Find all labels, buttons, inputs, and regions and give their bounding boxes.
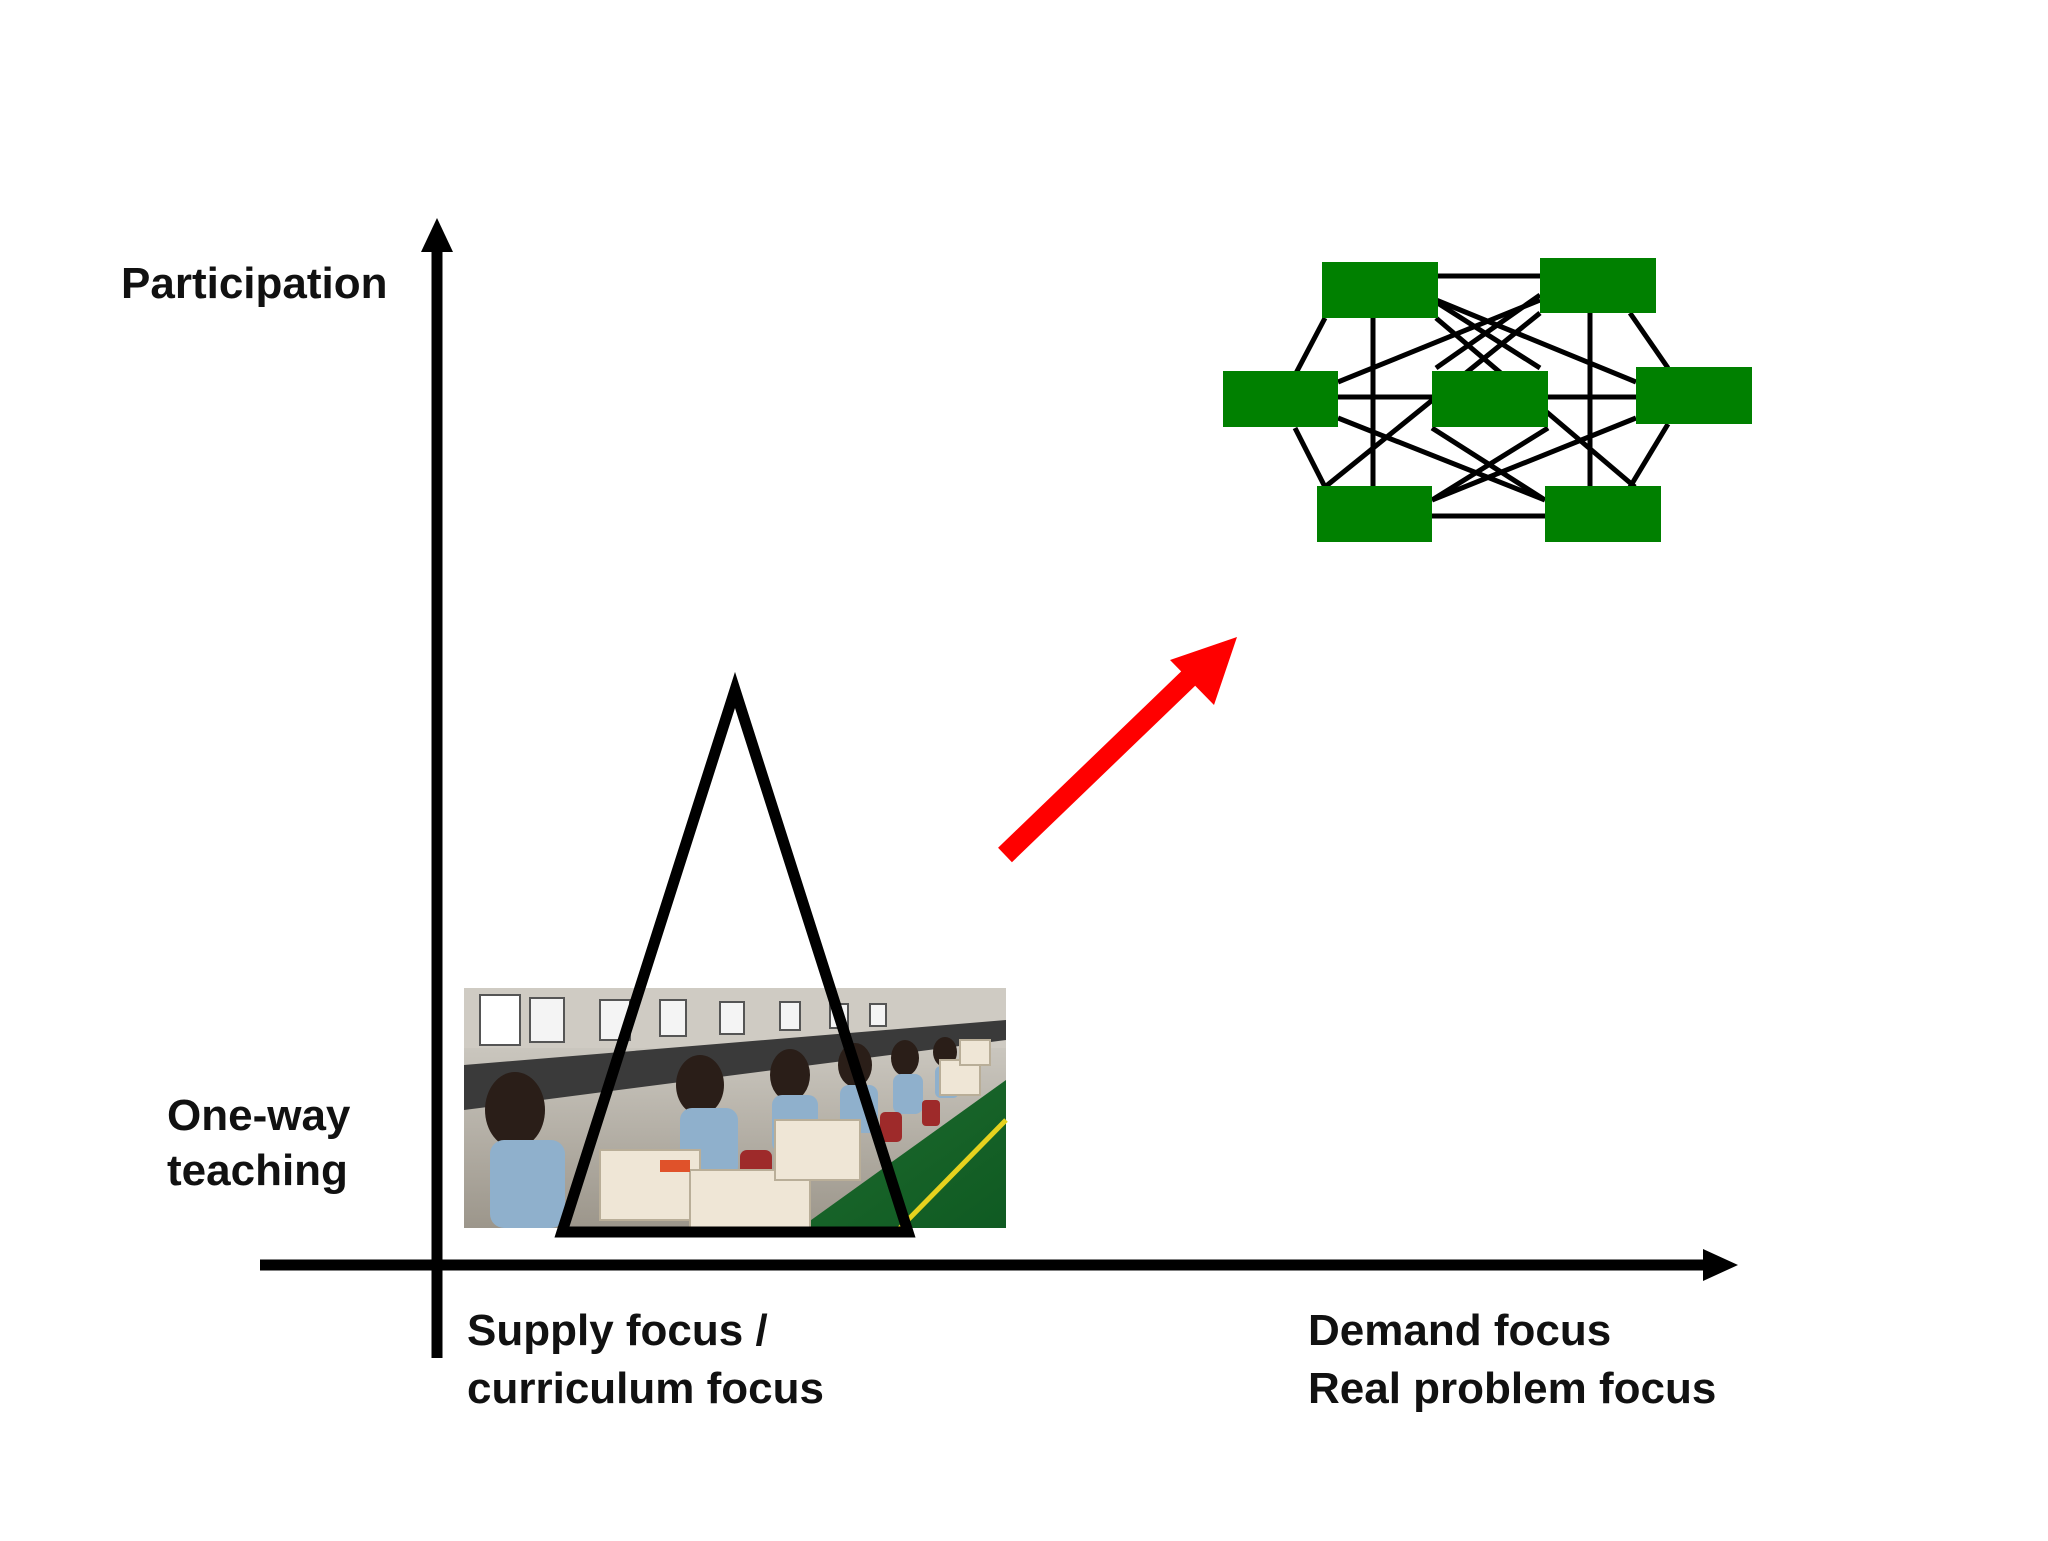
network-nodes bbox=[1223, 258, 1752, 542]
network-node bbox=[1636, 367, 1752, 424]
hierarchy-triangle bbox=[554, 671, 916, 1238]
y-axis-low-label-line2: teaching bbox=[167, 1146, 348, 1195]
x-axis-left-label-line2: curriculum focus bbox=[467, 1364, 824, 1413]
x-axis-right-label-line1: Demand focus bbox=[1308, 1306, 1611, 1355]
network-node bbox=[1545, 486, 1661, 542]
x-axis-arrowhead bbox=[1703, 1249, 1738, 1281]
network-node bbox=[1432, 371, 1548, 427]
network-node bbox=[1223, 371, 1338, 427]
transition-arrow bbox=[998, 637, 1237, 863]
axes bbox=[260, 218, 1738, 1358]
network-node bbox=[1322, 262, 1438, 318]
y-axis-low-label-line1: One-way bbox=[167, 1091, 351, 1140]
x-axis-left-label-line1: Supply focus / bbox=[467, 1306, 768, 1355]
y-axis-arrowhead bbox=[421, 218, 453, 252]
network-node bbox=[1540, 258, 1656, 313]
x-axis-right-label-line2: Real problem focus bbox=[1308, 1364, 1716, 1413]
y-axis-label: Participation bbox=[121, 259, 388, 308]
classroom-photo bbox=[464, 988, 1008, 1230]
network-node bbox=[1317, 486, 1432, 542]
